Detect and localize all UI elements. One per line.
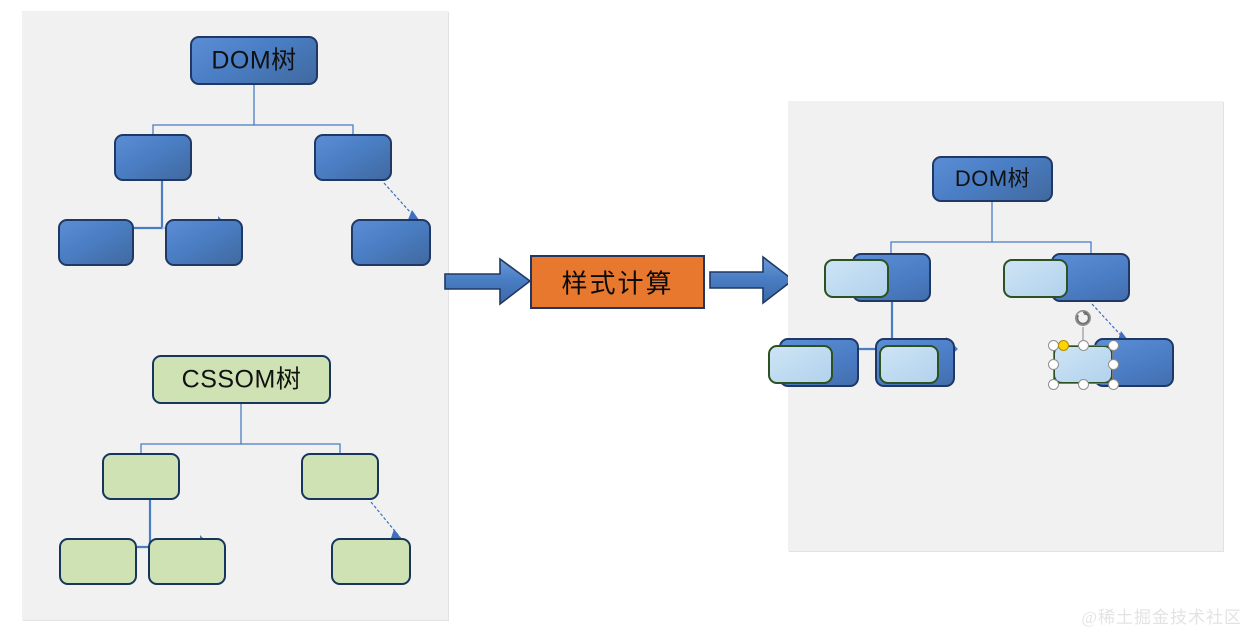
- cssom-tree-node[interactable]: [148, 538, 226, 585]
- selection-handle-top-center[interactable]: [1077, 339, 1089, 351]
- cssom-tree-root-node[interactable]: CSSOM树: [152, 355, 331, 404]
- dom-tree-node[interactable]: [165, 219, 243, 266]
- adjust-handle[interactable]: [1058, 339, 1069, 351]
- selection-handle-middle-left[interactable]: [1047, 359, 1059, 370]
- computed-style-node[interactable]: [1003, 259, 1068, 298]
- input-arrow: [444, 257, 532, 306]
- watermark-text: @稀土掘金技术社区: [1081, 608, 1242, 627]
- dom-tree-root-label: DOM树: [211, 46, 297, 74]
- render-tree-root-label: DOM树: [954, 166, 1031, 191]
- input-trees-panel: DOM树 CSSOM树: [22, 11, 448, 620]
- cssom-tree-node[interactable]: [331, 538, 411, 585]
- style-calculation-label: 样式计算: [561, 269, 674, 299]
- left-panel-connectors: [90, 85, 424, 558]
- computed-style-node[interactable]: [824, 259, 889, 298]
- cssom-tree-root-label: CSSOM树: [181, 365, 302, 393]
- rotate-handle-icon[interactable]: [1074, 309, 1092, 327]
- selection-handle-top-left[interactable]: [1047, 339, 1059, 351]
- process-flow-arrows: [444, 255, 795, 306]
- dom-tree-node[interactable]: [114, 134, 192, 181]
- dom-tree-node[interactable]: [58, 219, 134, 266]
- render-tree-panel: DOM树: [768, 101, 1223, 551]
- selection-handle-bottom-center[interactable]: [1077, 378, 1089, 390]
- style-calculation-box[interactable]: 样式计算: [530, 255, 705, 309]
- dom-tree-node[interactable]: [314, 134, 392, 181]
- computed-style-node[interactable]: [879, 345, 939, 384]
- selection-handle-bottom-left[interactable]: [1047, 378, 1059, 390]
- render-tree-root-node[interactable]: DOM树: [932, 156, 1053, 202]
- dom-tree-root-node[interactable]: DOM树: [190, 36, 318, 85]
- cssom-tree-node[interactable]: [59, 538, 137, 585]
- cssom-tree-node[interactable]: [102, 453, 180, 500]
- selection-handle-middle-right[interactable]: [1107, 359, 1119, 370]
- output-arrow: [709, 255, 795, 305]
- selection-handle-bottom-right[interactable]: [1107, 378, 1119, 390]
- dom-tree-node[interactable]: [351, 219, 431, 266]
- selection-handle-top-right[interactable]: [1107, 339, 1119, 351]
- cssom-tree-node[interactable]: [301, 453, 379, 500]
- computed-style-node[interactable]: [768, 345, 833, 384]
